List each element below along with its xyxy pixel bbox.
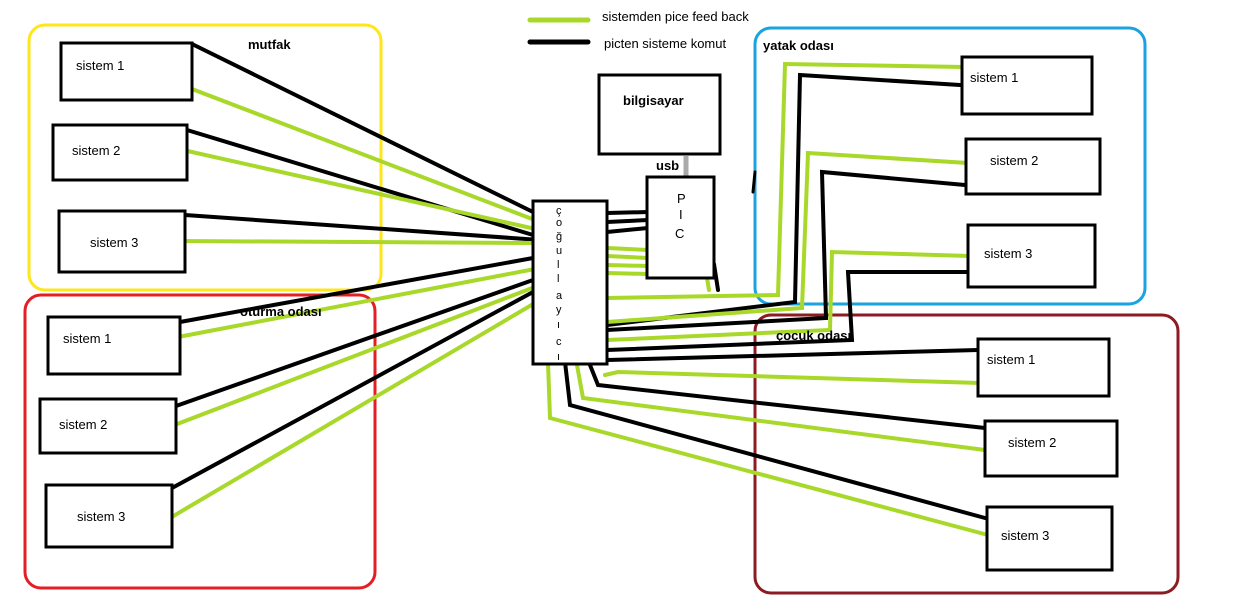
- system-label-cocuk-3: sistem 3: [1001, 528, 1049, 543]
- mux-letter: c: [556, 336, 562, 348]
- multiplexer-label: ç o ğ u l l a y ı c ı: [556, 205, 563, 363]
- room-title-yatak: yatak odası: [763, 38, 834, 53]
- system-box-mutfak-1: [59, 41, 194, 102]
- legend: sistemden pice feed back picten sisteme …: [527, 9, 749, 51]
- system-box-yatak-3: [966, 223, 1097, 289]
- system-box-oturma-3: [44, 483, 174, 549]
- system-label-yatak-2: sistem 2: [990, 153, 1038, 168]
- system-box-cocuk-3: [985, 505, 1114, 572]
- mux-letter: ı: [557, 351, 560, 363]
- system-box-yatak-1: [960, 55, 1094, 116]
- multiplexer-box: [531, 199, 609, 366]
- room-title-oturma: oturma odası: [240, 304, 322, 319]
- room-frame-mutfak: [27, 23, 383, 292]
- mux-letter: o: [556, 217, 562, 229]
- mux-letter: ı: [557, 319, 560, 331]
- room-frame-yatak: [753, 26, 1147, 306]
- system-label-mutfak-3: sistem 3: [90, 235, 138, 250]
- pic-letter-3: C: [675, 226, 684, 241]
- mux-letter: l: [557, 259, 559, 271]
- pic-letter-1: P: [677, 191, 686, 206]
- mux-letter: l: [557, 273, 559, 285]
- mux-letter: a: [556, 290, 563, 302]
- system-label-oturma-1: sistem 1: [63, 331, 111, 346]
- system-box-oturma-2: [38, 397, 178, 455]
- system-box-cocuk-2: [983, 419, 1119, 478]
- mux-letter: ç: [556, 205, 562, 217]
- system-label-cocuk-2: sistem 2: [1008, 435, 1056, 450]
- mux-letter: y: [556, 304, 562, 316]
- mux-letter: u: [556, 245, 562, 257]
- system-label-mutfak-2: sistem 2: [72, 143, 120, 158]
- system-label-yatak-3: sistem 3: [984, 246, 1032, 261]
- mux-letter: ğ: [556, 231, 562, 243]
- room-title-mutfak: mutfak: [248, 37, 291, 52]
- system-label-mutfak-1: sistem 1: [76, 58, 124, 73]
- wires: [168, 42, 990, 537]
- system-box-oturma-1: [46, 315, 182, 376]
- system-box-yatak-2: [964, 137, 1102, 196]
- pic-box: [645, 175, 716, 280]
- room-frame-oturma: [23, 293, 377, 590]
- system-label-yatak-1: sistem 1: [970, 70, 1018, 85]
- pic-letter-2: I: [679, 207, 683, 222]
- computer-box: [597, 73, 722, 156]
- room-title-cocuk: çocuk odası: [776, 328, 851, 343]
- system-label-cocuk-1: sistem 1: [987, 352, 1035, 367]
- system-box-cocuk-1: [976, 337, 1111, 398]
- legend-command-label: picten sisteme komut: [604, 36, 726, 51]
- system-box-mutfak-2: [51, 123, 189, 182]
- system-label-oturma-3: sistem 3: [77, 509, 125, 524]
- usb-label: usb: [656, 158, 679, 173]
- legend-feedback-label: sistemden pice feed back: [602, 9, 749, 24]
- system-label-oturma-2: sistem 2: [59, 417, 107, 432]
- system-box-mutfak-3: [57, 209, 187, 274]
- computer-label: bilgisayar: [623, 93, 684, 108]
